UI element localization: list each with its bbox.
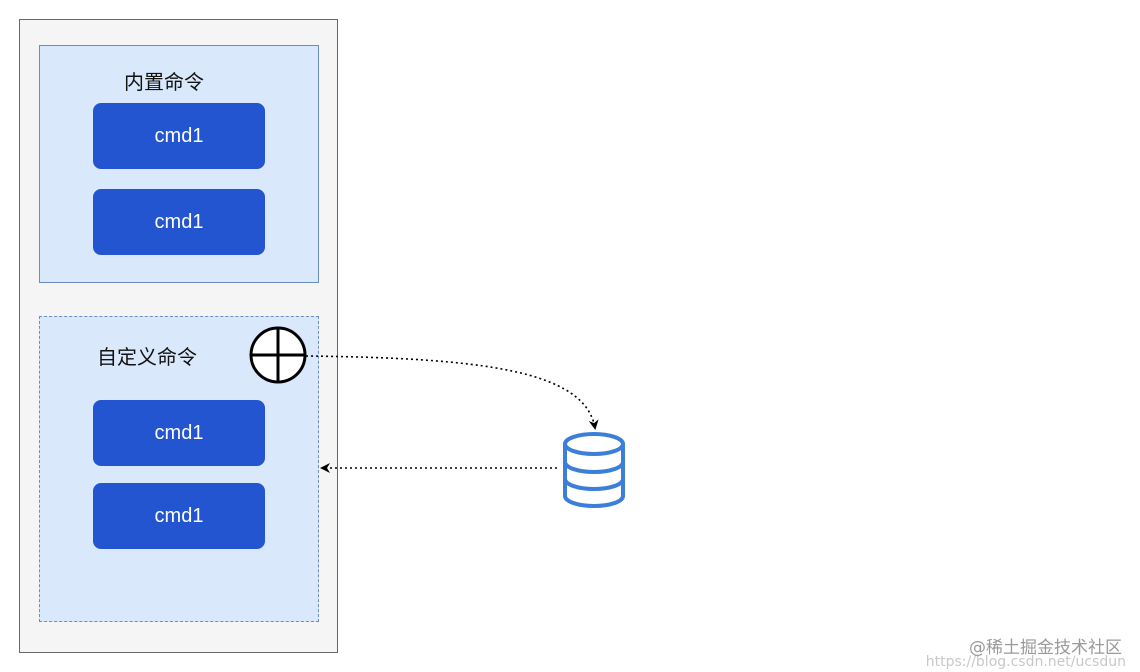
builtin-command-1[interactable]: cmd1: [93, 103, 265, 169]
custom-commands-title: 自定义命令: [97, 345, 197, 369]
watermark-url: https://blog.csdn.net/ucsdun: [925, 654, 1126, 670]
database-icon: [563, 432, 625, 508]
load-connector: [305, 355, 599, 430]
custom-command-1[interactable]: cmd1: [93, 400, 265, 466]
circle-plus-icon[interactable]: [249, 326, 307, 384]
builtin-command-2[interactable]: cmd1: [93, 189, 265, 255]
builtin-commands-title: 内置命令: [124, 70, 204, 94]
watermark: @稀土掘金技术社区: [969, 638, 1122, 658]
custom-command-2[interactable]: cmd1: [93, 483, 265, 549]
